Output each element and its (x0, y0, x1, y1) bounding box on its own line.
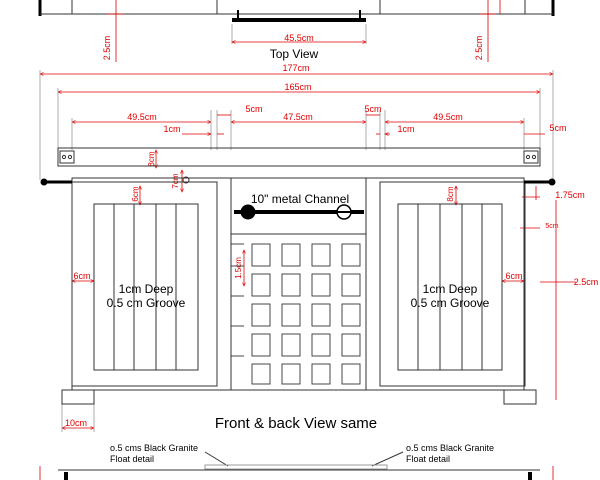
left-leader (204, 451, 229, 467)
right-edge-label: 5cm (549, 123, 566, 133)
hardware (40, 178, 556, 220)
right-inset-label: 1cm (397, 124, 414, 134)
left-stile-label: 6cm (73, 271, 90, 281)
body-width-label: 165cm (284, 82, 311, 92)
right-stile-label: 6cm (505, 271, 522, 281)
right-leg (503, 389, 537, 405)
front-view (57, 147, 541, 405)
left-door-width-label: 49.5cm (127, 112, 157, 122)
right-panel (397, 203, 503, 371)
granite-float (204, 464, 388, 470)
top-view-left-offset-label: 2.5cm (102, 36, 112, 61)
front-view-title: Front & back View same (215, 415, 377, 432)
left-rod-end (40, 178, 48, 186)
grid-cell-label: 1.5cm (234, 257, 243, 279)
top-view (38, 0, 555, 22)
right-rod-end (548, 178, 556, 186)
left-float-note: Float detail (110, 454, 154, 464)
left-granite-note: o.5 cms Black Granite (110, 443, 198, 453)
left-gap-label: 5cm (245, 104, 262, 114)
top-view-dimensions (108, 0, 501, 62)
front-view-dimensions (39, 70, 576, 432)
left-bracket (59, 150, 75, 164)
channel-label: 10" metal Channel (251, 192, 349, 206)
top-view-title: Top View (270, 47, 319, 61)
right-door-width-label: 49.5cm (433, 112, 463, 122)
hinge-pin (182, 176, 190, 184)
top-view-right-panel (379, 0, 526, 15)
top-board (57, 147, 541, 167)
bottom-view (39, 451, 554, 480)
left-leg (61, 389, 95, 405)
hinge-label: 7cm (171, 173, 180, 188)
right-gap-label: 5cm (364, 104, 381, 114)
center-width-label: 47.5cm (283, 112, 313, 122)
right-bracket (523, 150, 539, 164)
leg-width-label: 10cm (65, 418, 87, 428)
left-panel-groove: 0.5 cm Groove (107, 296, 186, 310)
left-panel (93, 203, 199, 371)
left-inset-label: 1cm (163, 124, 180, 134)
stile-height-label: 6cm (131, 186, 140, 201)
right-granite-note: o.5 cms Black Granite (406, 443, 494, 453)
small-right-label: 5cm (545, 223, 558, 230)
left-rail-label: 8cm (147, 151, 156, 166)
right-rail-label: 8cm (446, 186, 455, 201)
depth-right-label: 2.5cm (574, 277, 599, 287)
right-door (379, 181, 526, 387)
top-view-left-panel (71, 0, 218, 15)
left-panel-depth: 1cm Deep (119, 282, 174, 296)
overall-width-label: 177cm (282, 63, 309, 73)
top-view-width-label: 45.5cm (284, 33, 314, 43)
channel-wheel-left (240, 204, 256, 220)
left-door (71, 181, 218, 387)
top-view-right-offset-label: 2.5cm (474, 36, 484, 61)
right-panel-groove: 0.5 cm Groove (411, 296, 490, 310)
wine-grid (231, 243, 361, 385)
right-panel-depth: 1cm Deep (423, 282, 478, 296)
right-leader (371, 451, 404, 467)
right-float-note: Float detail (406, 454, 450, 464)
handle-label: 1.75cm (555, 190, 585, 200)
